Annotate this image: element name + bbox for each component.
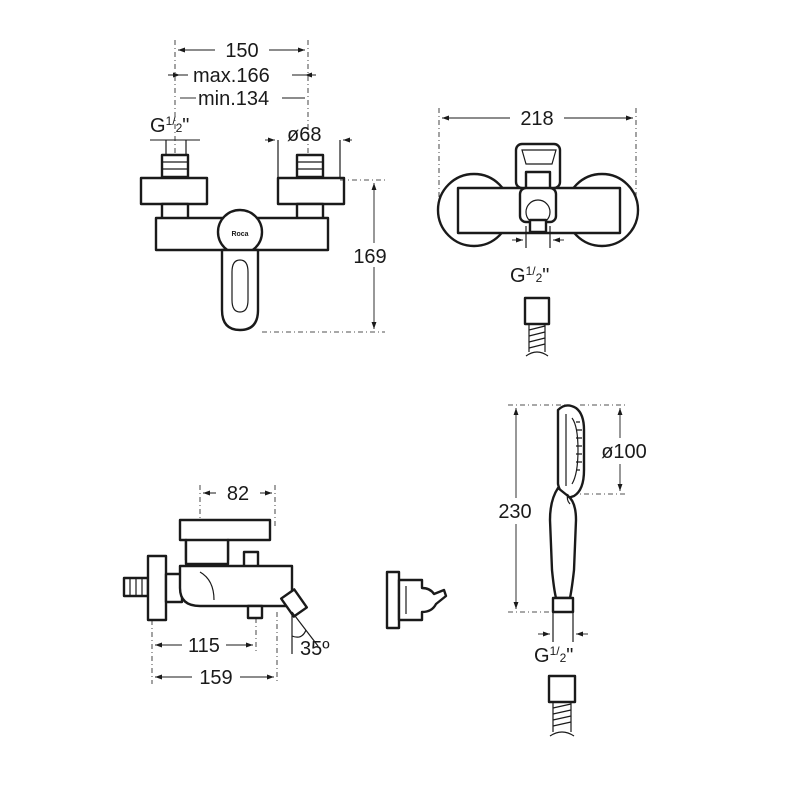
top-thread-label: G1/2" [510, 264, 549, 287]
front-view: 150 max.166 min.134 G1/2" ø68 [139, 38, 393, 333]
wall-bracket [385, 570, 448, 630]
side-angle-label: 35º [300, 638, 330, 660]
front-diameter-label: ø68 [287, 124, 321, 146]
hand-shower: 230 ø100 G1/2" [490, 404, 656, 737]
front-height-label: 169 [353, 246, 386, 268]
front-logo: Roca [231, 231, 248, 238]
shower-thread-label: G1/2" [534, 644, 573, 667]
shower-length-label: 230 [498, 501, 531, 523]
top-view: 218 G1/2" [436, 106, 640, 357]
top-width-label: 218 [520, 108, 553, 130]
side-total-label: 159 [199, 667, 232, 689]
shower-diameter-label: ø100 [601, 441, 647, 463]
side-depth-label: 82 [227, 483, 249, 505]
front-max-width-label: max.166 [193, 65, 270, 87]
front-width-label: 150 [225, 40, 258, 62]
side-outlet-label: 115 [188, 635, 220, 657]
front-thread-label: G1/2" [150, 114, 189, 137]
front-min-width-label: min.134 [198, 88, 269, 110]
side-view: 82 115 159 35º [122, 481, 330, 689]
